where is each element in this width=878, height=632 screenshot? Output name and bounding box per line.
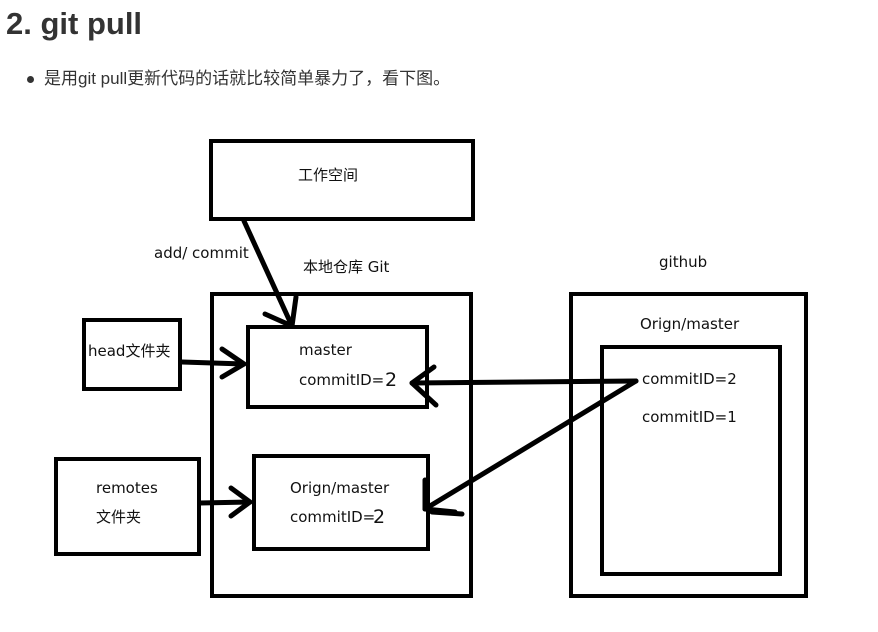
bullet-text: 是用git pull更新代码的话就比较简单暴力了，看下图。 <box>44 69 451 88</box>
bullet-dot-icon <box>27 76 34 83</box>
add-commit-label: add/ commit <box>154 244 249 262</box>
remotes-label-line1: remotes <box>96 479 158 497</box>
local-origin-box <box>252 454 430 551</box>
head-folder-box <box>82 318 182 391</box>
remote-commit-1: commitID=1 <box>642 408 737 426</box>
github-label: github <box>659 253 707 271</box>
local-master-box <box>246 325 429 409</box>
bullet-list: 是用git pull更新代码的话就比较简单暴力了，看下图。 <box>0 66 450 92</box>
local-origin-commit-value: 2 <box>373 506 385 528</box>
remote-origin-title: Orign/master <box>640 315 740 333</box>
github-box <box>569 292 808 598</box>
remote-commit-2: commitID=2 <box>642 370 737 388</box>
workspace-box <box>209 139 475 221</box>
local-master-commit-value: 2 <box>385 369 397 391</box>
arrow-workspace-to-master <box>241 218 299 329</box>
local-master-commit-label: commitID= <box>299 371 384 389</box>
head-folder-label: head文件夹 <box>88 342 170 360</box>
section-heading: 2. git pull <box>6 6 143 41</box>
remotes-folder-box <box>54 457 201 556</box>
local-origin-title: Orign/master <box>290 479 390 497</box>
workspace-label: 工作空间 <box>298 166 358 184</box>
arrow-github-to-master <box>409 364 639 408</box>
arrow-github-to-origin <box>422 378 639 517</box>
local-repo-box <box>210 292 473 598</box>
arrow-head-to-master <box>179 346 247 380</box>
local-origin-commit-label: commitID= <box>290 508 375 526</box>
local-repo-label: 本地仓库 Git <box>303 258 390 276</box>
local-master-title: master <box>299 341 353 359</box>
list-item: 是用git pull更新代码的话就比较简单暴力了，看下图。 <box>0 66 450 92</box>
remotes-label-line2: 文件夹 <box>96 508 141 526</box>
arrow-remotes-to-origin <box>197 485 253 519</box>
remote-origin-box <box>600 345 782 576</box>
